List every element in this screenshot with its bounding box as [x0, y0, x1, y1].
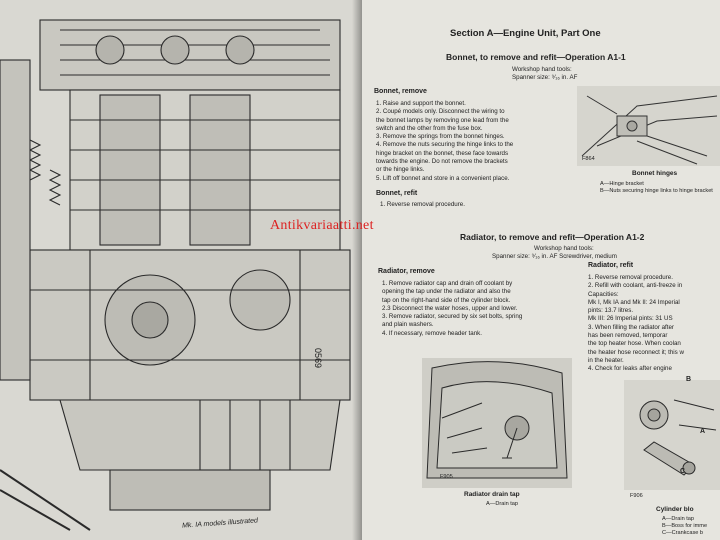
op2-tools-heading: Workshop hand tools: [534, 245, 594, 252]
op1-tools: Spanner size: ⁹⁄₁₆ in. AF [512, 74, 578, 81]
left-page: 0569 Mk. IA models illustrated [0, 0, 365, 540]
op2-fig1-code: F905 [440, 474, 453, 480]
op2-step: 4. If necessary, remove header tank. [382, 329, 482, 337]
op1-step: 5. Lift off bonnet and store in a conven… [376, 174, 510, 182]
op1-step: towards the engine. Do not remove the br… [376, 158, 508, 166]
figure-code-left: 0569 [313, 348, 323, 369]
op2-fig2-legend-a: A—Drain tap [662, 516, 695, 522]
op1-steps: 1. Raise and support the bonnet. 2. Coup… [376, 100, 576, 183]
op1-refit-step: 1. Reverse removal procedure. [380, 201, 465, 208]
op1-step: or the hinge links. [376, 166, 425, 174]
op2-refit-step: the top heater hose. When coolan [588, 340, 681, 348]
cylinder-label-a: A [700, 428, 706, 435]
op1-step: 1. Raise and support the bonnet. [376, 100, 466, 107]
op1-fig-caption: Bonnet hinges [632, 170, 678, 177]
op2-refit-step: the heater hose reconnect it; this w [588, 348, 684, 356]
op1-step: 3. Remove the springs from the bonnet hi… [376, 133, 505, 141]
bonnet-hinges-illustration [577, 86, 720, 166]
op2-refit-step: 2. Refill with coolant, anti-freeze in [588, 282, 683, 290]
op2-refit-heading: Radiator, refit [588, 262, 634, 269]
op2-remove-heading: Radiator, remove [378, 268, 435, 275]
op2-step: 1. Remove radiator cap and drain off coo… [382, 280, 513, 287]
radiator-drain-tap-illustration [422, 358, 572, 488]
op2-fig1-caption: Radiator drain tap [464, 491, 520, 498]
op2-step: opening the tap under the radiator and a… [382, 288, 511, 296]
op2-fig2-legend-b: B—Boss for imme [662, 523, 708, 529]
op1-title: Bonnet, to remove and refit—Operation A1… [446, 52, 626, 62]
section-title: Section A—Engine Unit, Part One [450, 28, 601, 39]
cylinder-block-illustration [624, 380, 720, 490]
op2-fig2-code: F906 [630, 493, 643, 499]
cylinder-label-c: C [680, 468, 686, 475]
op2-fig1-legend: A—Drain tap [486, 501, 519, 507]
op2-refit-steps: 1. Reverse removal procedure. 2. Refill … [588, 274, 720, 374]
op2-steps: 1. Remove radiator cap and drain off coo… [382, 280, 572, 338]
op1-fig-code: F864 [582, 156, 595, 162]
op2-refit-step: pints: 13.7 litres. [588, 307, 634, 315]
op1-tools-heading: Workshop hand tools: [512, 66, 572, 73]
op2-refit-step: 1. Reverse removal procedure. [588, 274, 673, 281]
cylinder-label-b: B [686, 376, 692, 383]
op2-step: 3. Remove radiator, secured by six set b… [382, 313, 523, 321]
op1-remove-heading: Bonnet, remove [374, 88, 427, 95]
op2-refit-step: in the heater. [588, 356, 624, 364]
op1-step: 2. Coupé models only. Disconnect the wir… [376, 108, 505, 116]
op1-legend-a: A—Hinge bracket [600, 181, 644, 187]
op1-step: the bonnet lamps by removing one lead fr… [376, 116, 509, 124]
op2-tools: Spanner size: ⁹⁄₁₆ in. AF Screwdriver, m… [492, 253, 617, 260]
op1-step: 4. Remove the nuts securing the hinge li… [376, 141, 514, 149]
op1-step: hinge bracket on the bonnet, these face … [376, 149, 509, 157]
op2-refit-step: Mk III: 26 Imperial pints: 31 US [588, 315, 673, 323]
op2-step: and plain washers. [382, 321, 434, 329]
op2-title: Radiator, to remove and refit—Operation … [460, 232, 645, 242]
op2-refit-step: Capacities: [588, 290, 619, 298]
engine-cutaway-illustration [0, 19, 351, 531]
op2-step: tap on the right-hand side of the cylind… [382, 296, 511, 304]
op2-refit-step: 4. Check for leaks after engine [588, 365, 672, 373]
op1-refit-heading: Bonnet, refit [376, 190, 418, 197]
op2-step: 2.3 Disconnect the water hoses, upper an… [382, 304, 518, 312]
op2-fig2-caption: Cylinder blo [656, 506, 694, 513]
op1-legend-b: B—Nuts securing hinge links to hinge bra… [600, 188, 713, 194]
watermark: Antikvariaatti.net [270, 218, 374, 233]
op2-refit-step: Mk I, Mk IA and Mk II: 24 Imperial [588, 298, 680, 306]
op2-fig2-legend-c: C—Crankcase b [662, 530, 704, 536]
op2-refit-step: 3. When filling the radiator after [588, 323, 674, 331]
right-page: Section A—Engine Unit, Part One Bonnet, … [362, 0, 720, 540]
op2-refit-step: has been removed, temporar [588, 332, 668, 340]
op1-step: switch and the other from the fuse box. [376, 124, 483, 132]
